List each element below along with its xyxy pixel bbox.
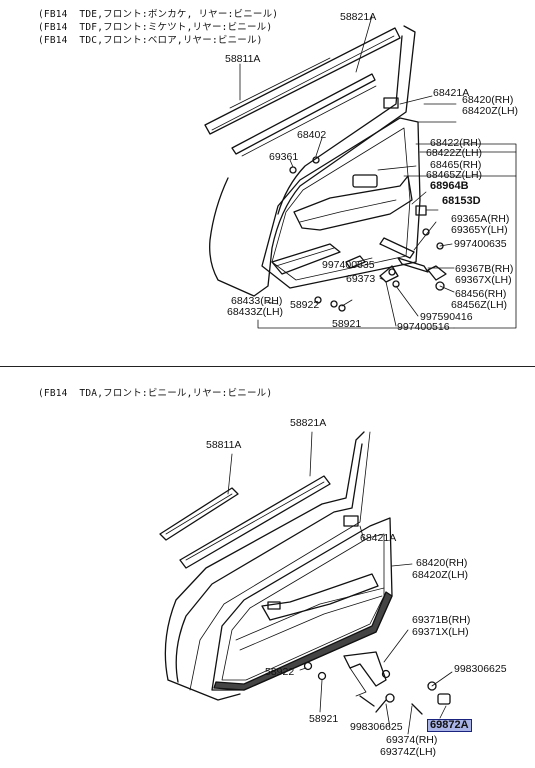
part-69361[interactable]: 69361 <box>269 151 299 163</box>
part-68422-rh[interactable]: 68422(RH) <box>430 137 482 149</box>
part-58922-upper[interactable]: 58922 <box>290 299 320 311</box>
part-58922-lower[interactable]: 58922 <box>265 666 295 678</box>
variant-note-4: (FB14 TDA,フロント:ビニール,リヤー:ビニール) <box>38 388 273 399</box>
part-68456-rh[interactable]: 68456(RH) <box>455 288 507 300</box>
part-997400635-right[interactable]: 997400635 <box>454 238 507 250</box>
part-69872a-highlighted[interactable]: 69872A <box>427 719 472 732</box>
part-69367x-lh[interactable]: 69367X(LH) <box>455 274 512 286</box>
part-69374z-lh[interactable]: 69374Z(LH) <box>380 746 437 758</box>
variant-note-3: (FB14 TDC,フロント:ベロア,リヤー:ビニール) <box>38 35 263 46</box>
part-68421a-lower[interactable]: 68421A <box>360 532 397 544</box>
part-69365y-lh[interactable]: 69365Y(LH) <box>451 224 508 236</box>
part-58821a[interactable]: 58821A <box>340 11 377 23</box>
part-68402[interactable]: 68402 <box>297 129 327 141</box>
part-68964b[interactable]: 68964B <box>430 180 469 192</box>
part-58921-lower[interactable]: 58921 <box>309 713 339 725</box>
part-58811a-lower[interactable]: 58811A <box>206 439 242 451</box>
part-68456z-lh[interactable]: 68456Z(LH) <box>451 299 508 311</box>
part-68433z-lh[interactable]: 68433Z(LH) <box>227 306 284 318</box>
part-68153d[interactable]: 68153D <box>442 195 481 207</box>
part-68420z-lh-lower[interactable]: 68420Z(LH) <box>412 569 469 581</box>
part-998306625-right[interactable]: 998306625 <box>454 663 507 675</box>
weatherstrip-58821a <box>231 73 376 155</box>
part-69371b-rh[interactable]: 69371B(RH) <box>412 614 471 626</box>
part-68420-rh-lower[interactable]: 68420(RH) <box>416 557 468 569</box>
part-68433-rh[interactable]: 68433(RH) <box>231 295 283 307</box>
part-69374-rh[interactable]: 69374(RH) <box>386 734 438 746</box>
part-68420z-lh[interactable]: 68420Z(LH) <box>462 105 519 117</box>
part-69371x-lh[interactable]: 69371X(LH) <box>412 626 469 638</box>
part-69365a-rh[interactable]: 69365A(RH) <box>451 213 510 225</box>
part-68422z-lh[interactable]: 68422Z(LH) <box>426 147 483 159</box>
part-68465z-lh[interactable]: 68465Z(LH) <box>426 169 483 181</box>
weatherstrip-58811a-outer <box>204 27 401 135</box>
part-58821a-lower[interactable]: 58821A <box>290 417 327 429</box>
part-69373[interactable]: 69373 <box>346 273 376 285</box>
part-997400635-left[interactable]: 997400635 <box>322 259 375 271</box>
part-997400516[interactable]: 997400516 <box>397 321 450 333</box>
part-998306625-left[interactable]: 998306625 <box>350 721 403 733</box>
part-68421a[interactable]: 68421A <box>433 87 470 99</box>
part-997590416[interactable]: 997590416 <box>420 311 473 323</box>
part-68465-rh[interactable]: 68465(RH) <box>430 159 482 171</box>
variant-note-2: (FB14 TDF,フロント:ミケツト,リヤー:ビニール) <box>38 22 273 33</box>
part-58921-upper[interactable]: 58921 <box>332 318 362 330</box>
part-58811a[interactable]: 58811A <box>225 53 261 65</box>
part-68420-rh[interactable]: 68420(RH) <box>462 94 514 106</box>
variant-note-1: (FB14 TDE,フロント:ボンカケ, リヤー:ビニール) <box>38 9 279 20</box>
part-69367b-rh[interactable]: 69367B(RH) <box>455 263 514 275</box>
section-divider <box>0 366 535 367</box>
